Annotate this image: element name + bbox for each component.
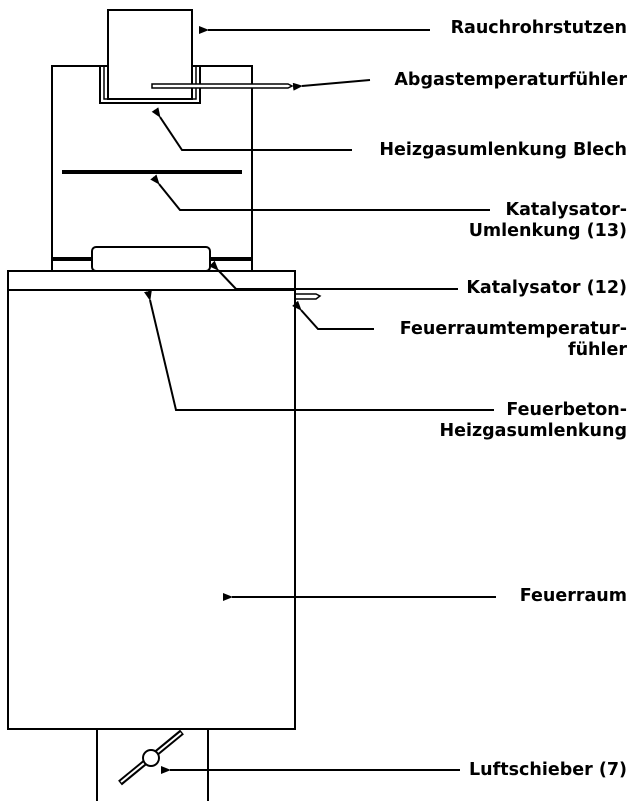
firebox	[7, 270, 296, 730]
leader-feuerbeton-heizgasumlenkung	[144, 290, 494, 411]
label-feuerbeton-heizgasumlenkung-line2: Heizgasumlenkung	[439, 421, 627, 441]
air-slide-valve	[142, 749, 160, 767]
leader-feuerraumtemperaturfuehler	[292, 300, 374, 330]
label-katalysator-umlenkung-line1: Katalysator-	[505, 200, 627, 220]
label-katalysator-umlenkung: Katalysator- Umlenkung (13)	[469, 200, 627, 242]
label-feuerraum: Feuerraum	[519, 586, 627, 606]
label-feuerraumtemperaturfuehler-line1: Feuerraumtemperatur-	[399, 319, 627, 339]
label-feuerbeton-heizgasumlenkung: Feuerbeton- Heizgasumlenkung	[439, 400, 627, 442]
label-heizgasumlenkung-blech: Heizgasumlenkung Blech	[379, 140, 627, 160]
air-slide-housing	[96, 729, 209, 801]
catalyst-body	[91, 246, 211, 272]
leader-heizgasumlenkung-blech	[151, 107, 352, 151]
upper-body	[51, 65, 253, 272]
exhaust-temp-sensor	[151, 83, 294, 89]
label-rauchrohrstutzen: Rauchrohrstutzen	[450, 18, 627, 38]
leader-katalysator-umlenkung	[150, 174, 490, 211]
label-abgastemperaturfuehler: Abgastemperaturfühler	[394, 70, 627, 90]
label-katalysator-umlenkung-line2: Umlenkung (13)	[468, 221, 627, 241]
deflector-plate-inner	[103, 66, 197, 100]
label-katalysator: Katalysator (12)	[466, 278, 627, 298]
label-feuerbeton-heizgasumlenkung-line1: Feuerbeton-	[506, 400, 627, 420]
label-feuerraumtemperaturfuehler-line2: fühler	[567, 340, 627, 360]
label-feuerraumtemperaturfuehler: Feuerraumtemperatur- fühler	[400, 319, 627, 361]
label-luftschieber: Luftschieber (7)	[469, 760, 627, 780]
leader-abgastemperaturfuehler	[292, 79, 371, 91]
leader-katalysator	[208, 260, 458, 290]
